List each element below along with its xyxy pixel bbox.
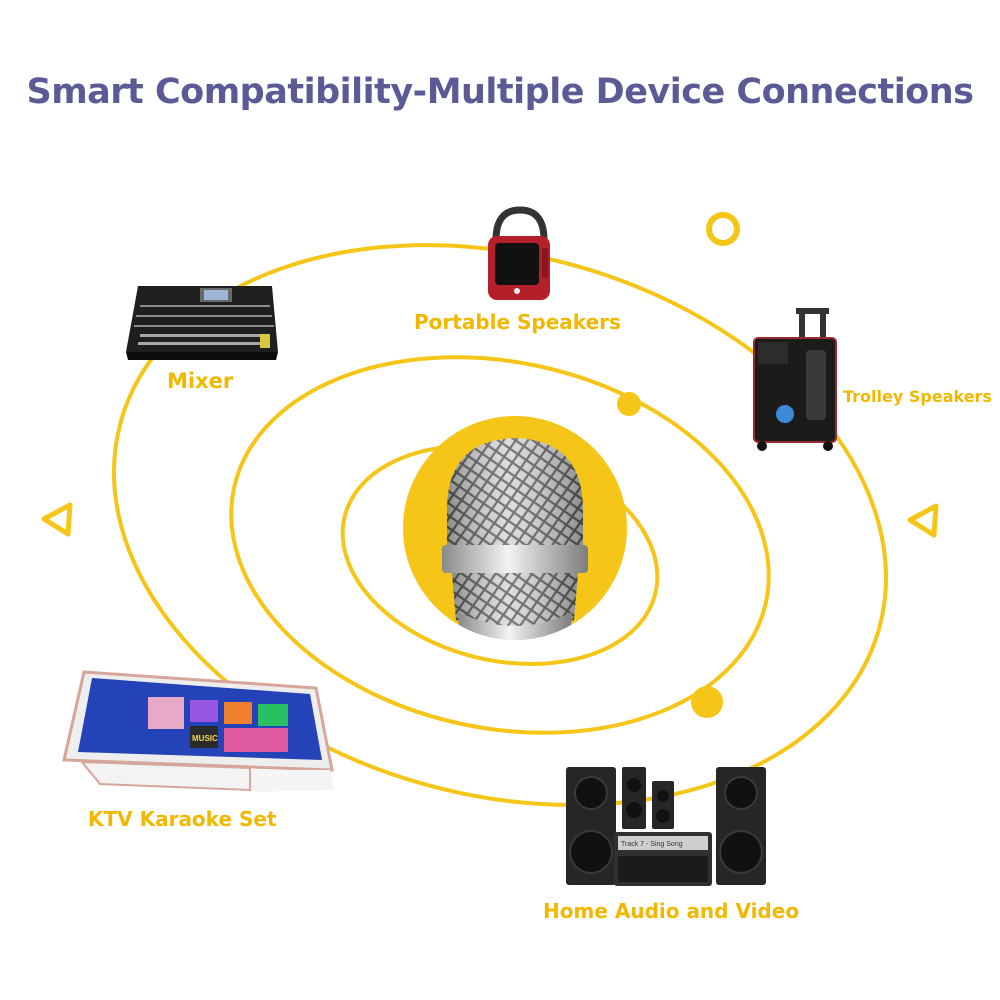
karaoke-tile-text: MUSIC	[192, 734, 218, 743]
mixer-label: Mixer	[167, 369, 234, 393]
page-title: Smart Compatibility-Multiple Device Conn…	[26, 72, 974, 112]
portable-speakers-label: Portable Speakers	[414, 310, 621, 334]
home-audio-video-label: Home Audio and Video	[543, 899, 800, 923]
portable-speaker-icon	[488, 206, 550, 300]
home-theater-display-text: Track 7 - Sing Song	[621, 841, 683, 848]
mixer-icon	[126, 286, 278, 360]
orbit-dot	[691, 686, 723, 718]
ktv-karaoke-icon: MUSIC	[62, 670, 334, 792]
microphone-icon	[403, 416, 627, 640]
trolley-speakers-label: Trolley Speakers	[843, 387, 992, 406]
ktv-karaoke-set-label: KTV Karaoke Set	[88, 807, 277, 831]
triangle-marker-right	[907, 503, 939, 538]
middle-orbit	[229, 355, 771, 735]
ring-marker	[706, 212, 740, 246]
trolley-speaker-icon	[753, 308, 837, 451]
orbit-dot	[617, 392, 641, 416]
outer-orbit	[112, 243, 888, 807]
triangle-marker-left	[41, 502, 73, 537]
home-theater-icon: Track 7 - Sing Song	[566, 767, 766, 886]
